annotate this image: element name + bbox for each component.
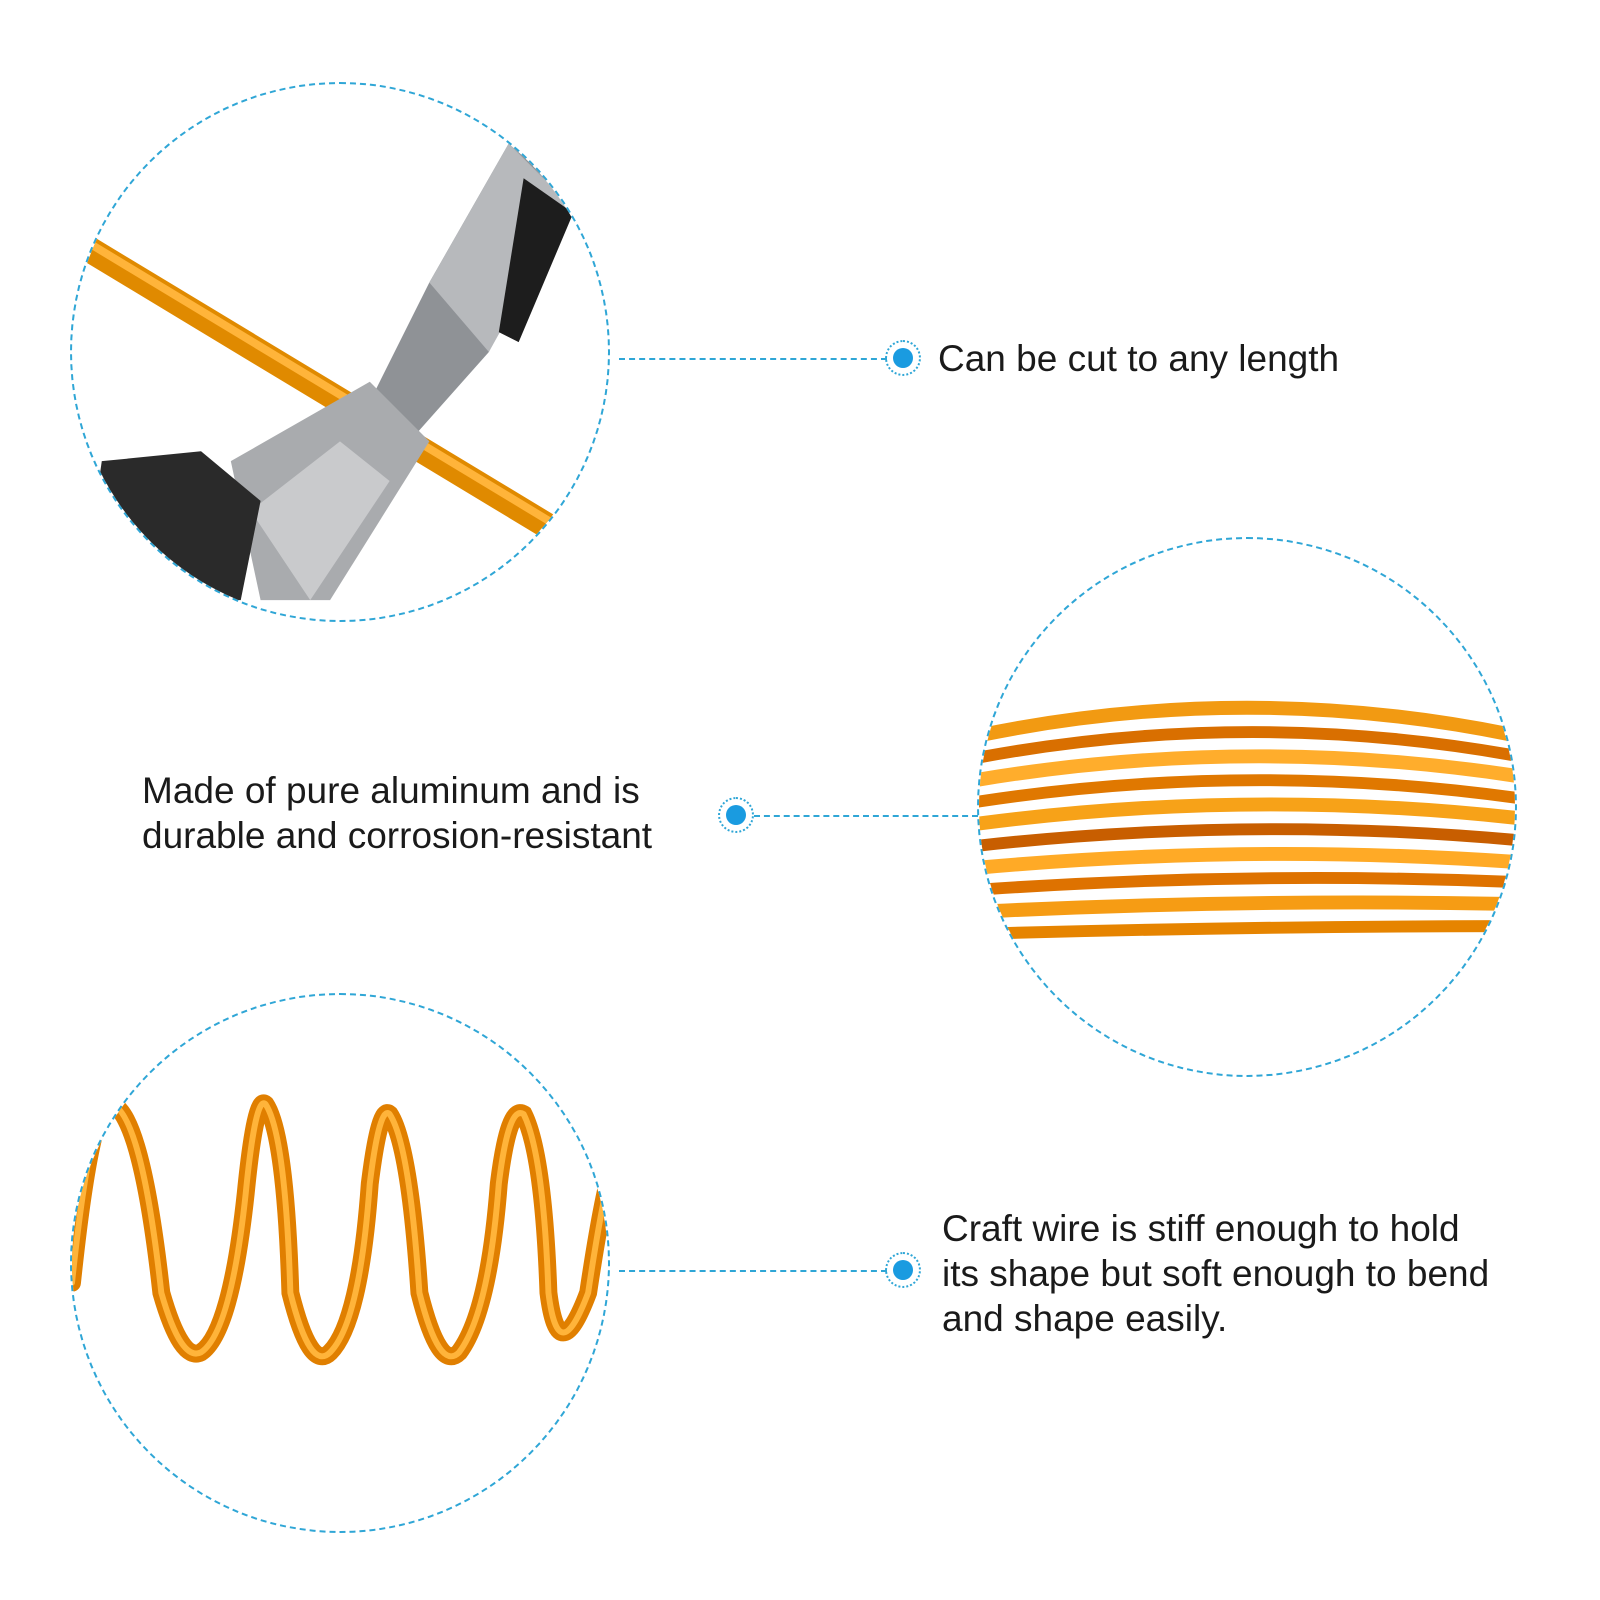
wire-spring-illustration <box>72 1094 608 1365</box>
bullet-dot-icon <box>885 340 921 376</box>
feature-cut-length: Can be cut to any length <box>938 338 1340 379</box>
pliers-wire-illustration <box>72 143 602 601</box>
wire-coil-closeup-image <box>977 537 1517 1077</box>
connector-line-3 <box>619 1270 887 1272</box>
connector-line-1 <box>619 358 887 360</box>
wire-coil-illustration <box>979 700 1515 940</box>
feature-stiff-soft: Craft wire is stiff enough to hold its s… <box>942 1208 1490 1339</box>
connector-line-2 <box>754 815 978 817</box>
bullet-dot-icon <box>885 1252 921 1288</box>
pliers-cutting-wire-image <box>70 82 610 622</box>
wire-spring-image <box>70 993 610 1533</box>
bullet-dot-icon <box>718 797 754 833</box>
feature-pure-aluminum: Made of pure aluminum and is durable and… <box>142 770 653 856</box>
